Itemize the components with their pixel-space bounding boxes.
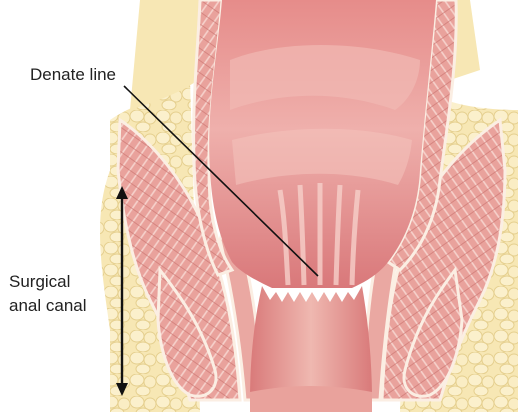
surgical-anal-canal-label-line2: anal canal xyxy=(9,295,87,316)
denate-line-label: Denate line xyxy=(30,64,116,85)
anal-canal xyxy=(250,286,372,412)
surgical-anal-canal-label-line1: Surgical xyxy=(9,271,70,292)
